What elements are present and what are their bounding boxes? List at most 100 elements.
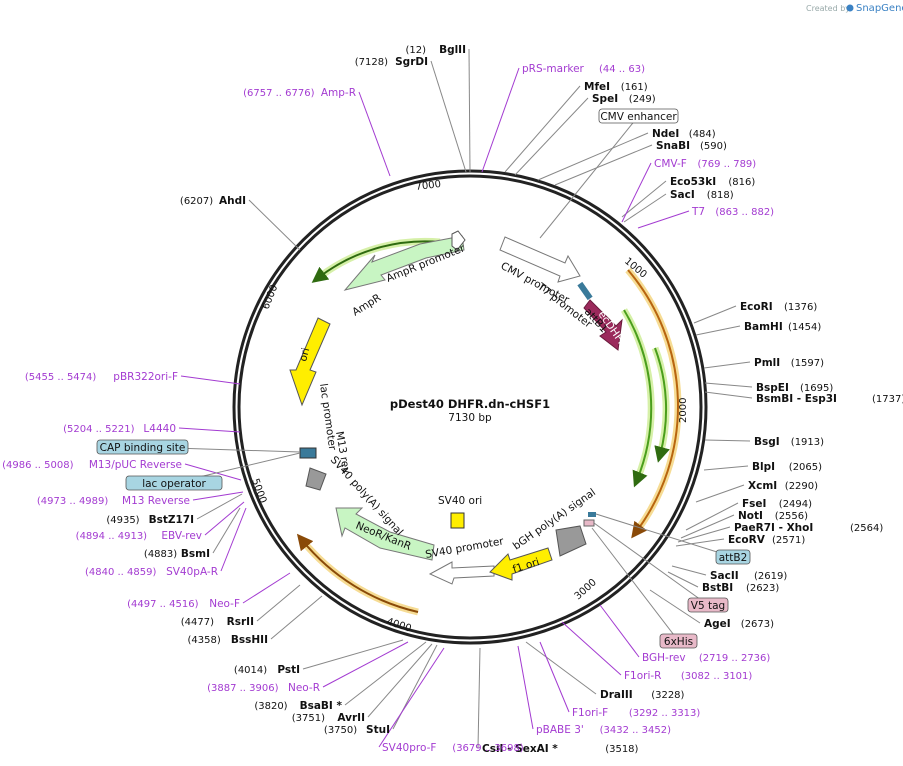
site-position: (2619) [754, 571, 787, 582]
primer-name: F1ori-R [624, 670, 661, 682]
site-leader [703, 465, 749, 471]
site-leader [680, 514, 735, 539]
site-name: BstZ17I [149, 514, 194, 526]
site-position: (484) [689, 129, 716, 140]
primer-name: F1ori-F [572, 707, 608, 719]
primer-leader [180, 375, 241, 385]
site-leader [677, 526, 731, 543]
primer-name: M13/pUC Reverse [89, 459, 182, 471]
primer-range: (3432 .. 3452) [600, 725, 672, 736]
site-leader [704, 391, 753, 399]
primer-name: SV40pro-F [382, 742, 436, 754]
attb2-marker [588, 512, 596, 517]
primer-leader [481, 67, 520, 173]
credit-text: Created by [806, 4, 850, 13]
site-name: AvrII [337, 712, 365, 724]
site-leader [621, 180, 667, 218]
lac-operator-label: lac operator [142, 478, 206, 490]
lac-operator-box [125, 475, 223, 491]
site-leader [212, 507, 241, 554]
sv40-ori-box [450, 512, 465, 529]
cmv-enhancer-box [598, 108, 679, 124]
primer-range: (3082 .. 3101) [681, 671, 753, 682]
sv40-polya-block [305, 467, 327, 491]
primer-name: SV40pA-R [166, 566, 218, 578]
primer-leader [322, 641, 409, 688]
site-position: (2494) [779, 499, 812, 510]
site-leader [477, 647, 481, 749]
v5-label: V5 tag [691, 600, 725, 612]
cap-binding-box [96, 439, 189, 455]
ecdhfr-arrow [583, 299, 623, 351]
primer-range: (4973 .. 4989) [37, 496, 109, 507]
tick-label: 2000 [678, 398, 689, 423]
site-leader [693, 305, 737, 324]
site-name: BsaBI * [300, 700, 343, 712]
cmv-enhancer-label: CMV enhancer [600, 111, 677, 123]
site-position: (818) [707, 190, 734, 201]
site-position: (1737) [872, 394, 903, 405]
site-position: (4358) [188, 635, 221, 646]
site-position: (2290) [785, 481, 818, 492]
sv40-promoter-arrow [428, 561, 495, 585]
site-name: BamHI [744, 321, 783, 333]
leader-lines [142, 48, 753, 749]
site-leader [430, 60, 467, 173]
bgh-polya-block [555, 525, 587, 557]
site-leader [695, 325, 741, 336]
site-name: SacII [710, 570, 739, 582]
site-position: (4883) [144, 549, 177, 560]
neor-arrow [335, 507, 435, 561]
primer-range: (2719 .. 2736) [699, 653, 771, 664]
snapgene-logo-icon [846, 4, 854, 12]
primer-leader [242, 572, 291, 604]
tick-label: 7000 [415, 179, 442, 193]
site-leader [344, 641, 427, 706]
primer-range: (4497 .. 4516) [127, 599, 199, 610]
primer-name: BGH-rev [642, 652, 686, 664]
site-name: RsrII [227, 616, 254, 628]
site-position: (1695) [800, 383, 833, 394]
site-position: (249) [629, 94, 656, 105]
site-position: (1454) [788, 322, 821, 333]
attb2-box [715, 549, 751, 565]
site-name: SgrDI [395, 56, 428, 68]
site-leader [504, 85, 581, 173]
primer-name: EBV-rev [161, 530, 202, 542]
site-leader [514, 97, 589, 176]
sv40-promoter-label: SV40 promoter [424, 535, 505, 561]
plasmid-title: pDest40 DHFR.dn-cHSF1 [390, 397, 550, 411]
his-box [659, 633, 698, 649]
site-position: (2556) [775, 511, 808, 522]
primer-leader [358, 91, 391, 177]
f1-ori-arrow [489, 547, 553, 581]
primer-leader [178, 427, 241, 433]
site-leader [703, 361, 751, 369]
site-name: SnaBI [656, 140, 690, 152]
cap-binding-label: CAP binding site [100, 442, 186, 454]
primer-leader [378, 647, 445, 748]
primer-leader [637, 210, 690, 229]
primer-range: (6757 .. 6776) [243, 88, 315, 99]
primer-range: (4986 .. 5008) [2, 460, 74, 471]
site-name: AhdI [219, 195, 246, 207]
lac-operator-marker [299, 447, 317, 459]
primer-leader [184, 463, 242, 481]
site-position: (3518) [605, 744, 638, 755]
site-leader [248, 199, 301, 251]
primer-leader [561, 621, 622, 676]
site-leader [525, 641, 597, 695]
site-name: BstBI [702, 582, 733, 594]
site-position: (3750) [324, 725, 357, 736]
site-position: (3820) [254, 701, 287, 712]
site-name: MfeI [584, 81, 610, 93]
primer-leader [192, 491, 244, 501]
site-leader [649, 589, 701, 624]
site-position: (4477) [181, 617, 214, 628]
site-position: (1376) [784, 302, 817, 313]
site-leader [704, 382, 753, 388]
site-leader [554, 144, 653, 186]
primer-name: Neo-F [209, 598, 240, 610]
ori-arrow [289, 317, 331, 407]
